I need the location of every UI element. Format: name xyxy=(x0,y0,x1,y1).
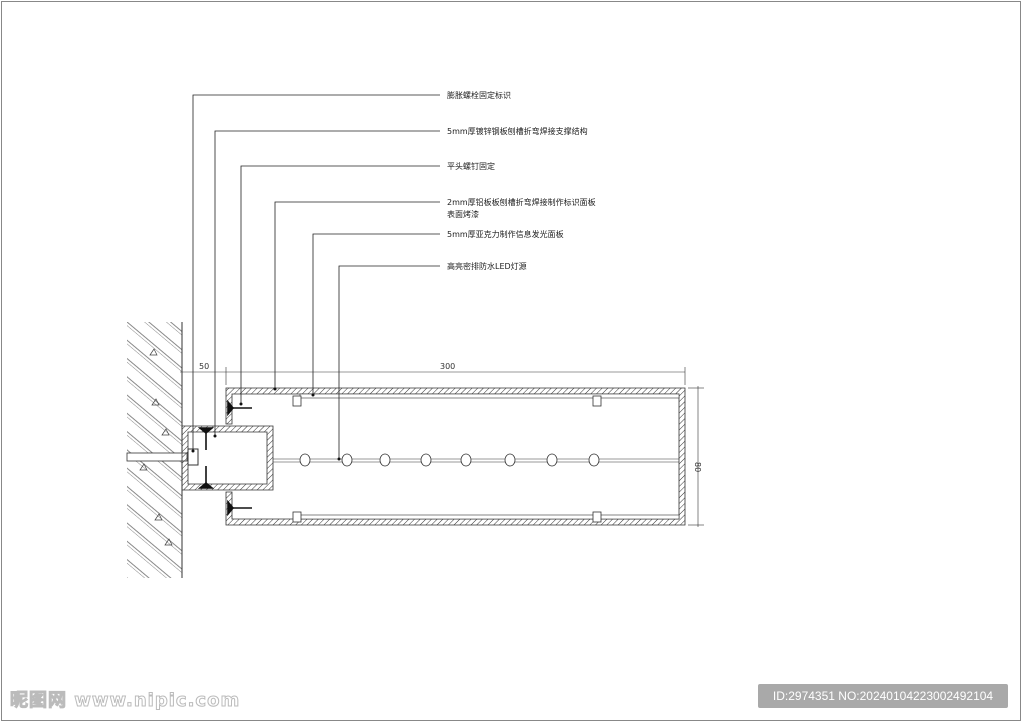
leader-lines xyxy=(192,94,440,459)
watermark: 昵图网 www.nipic.com xyxy=(10,686,240,712)
dimension-width: 300 xyxy=(440,362,455,371)
annotation-flat-screw: 平头螺钉固定 xyxy=(447,161,495,171)
aluminum-sign-panel xyxy=(225,387,686,526)
annotation-steel-support: 5mm厚镀锌钢板刨槽折弯焊接支撑结构 xyxy=(447,126,588,136)
annotation-acrylic-panel: 5mm厚亚克力制作信息发光面板 xyxy=(447,229,564,239)
annotation-aluminum-panel: 2mm厚铝板板刨槽折弯焊接制作标识面板 xyxy=(447,197,596,207)
dimension-height: 80 xyxy=(693,462,702,472)
watermark-logo: 昵图网 xyxy=(10,690,67,712)
led-light-sources xyxy=(299,453,600,467)
dimension-left: 50 xyxy=(199,362,209,371)
annotation-led-source: 高亮密排防水LED灯源 xyxy=(447,261,527,271)
steel-support-channel xyxy=(181,425,274,491)
watermark-url: www.nipic.com xyxy=(74,690,241,712)
dimension-lines xyxy=(180,367,704,527)
concrete-wall xyxy=(127,322,183,578)
annotation-expansion-bolt: 膨胀螺栓固定标识 xyxy=(447,90,511,100)
image-id-label: ID:2974351 NO:20240104223002492104 xyxy=(758,684,1008,708)
panel-bolts xyxy=(292,395,602,523)
annotation-paint-finish: 表面烤漆 xyxy=(447,209,479,219)
flat-head-screws xyxy=(197,399,252,517)
